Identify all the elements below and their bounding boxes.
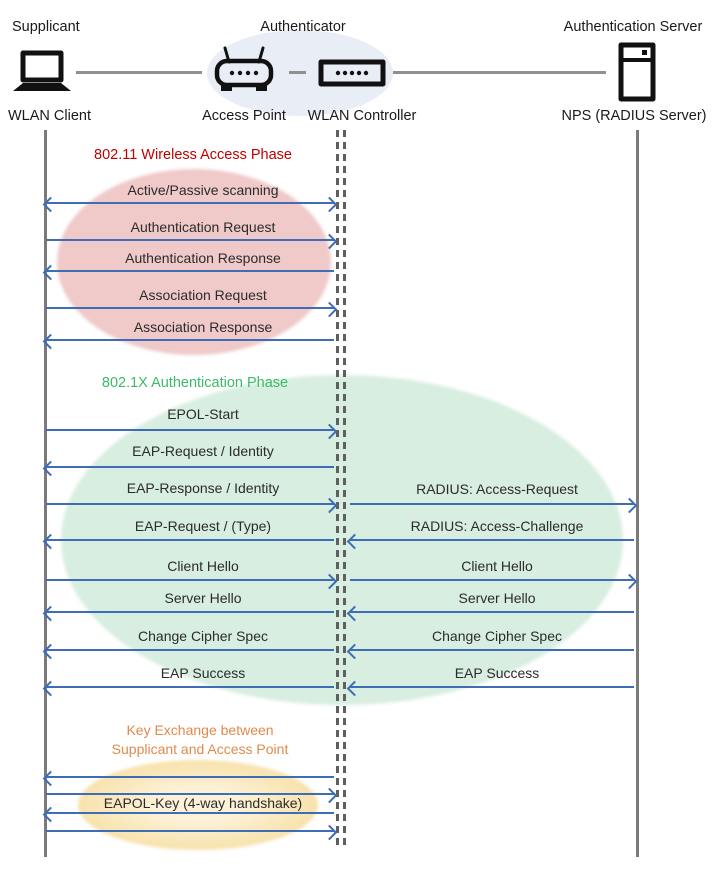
msg-assoc-response-arrow <box>46 339 334 341</box>
msg-assoc-request-label: Association Request <box>139 287 267 303</box>
msg-server-hello-left-arrow <box>46 611 334 613</box>
msg-server-hello-left-label: Server Hello <box>164 590 242 606</box>
wlan-client-label: WLAN Client <box>8 108 91 124</box>
msg-change-cipher-right-arrow <box>350 649 634 651</box>
nps-radius-server-label: NPS (RADIUS Server) <box>561 108 707 124</box>
msg-eapol-key-arrow-4 <box>46 830 334 832</box>
connector-ap-controller <box>289 71 306 74</box>
connector-controller-server <box>393 71 606 74</box>
msg-assoc-request-arrow <box>46 307 334 309</box>
msg-eapol-key-arrow-1 <box>46 776 334 778</box>
msg-eapol-key-arrow-2 <box>46 793 334 795</box>
msg-eap-request-type-arrow <box>46 539 334 541</box>
authenticator-role-label: Authenticator <box>260 19 346 35</box>
msg-change-cipher-right-label: Change Cipher Spec <box>432 628 562 644</box>
authenticator-lifeline-dashed-1 <box>336 130 339 848</box>
msg-auth-response-arrow <box>46 270 334 272</box>
msg-client-hello-left-label: Client Hello <box>167 558 239 574</box>
msg-radius-access-challenge-arrow <box>350 539 634 541</box>
msg-eap-response-identity-arrow <box>46 503 334 505</box>
laptop-icon <box>13 50 71 91</box>
authenticator-lifeline-dashed-2 <box>343 130 346 848</box>
phase2-title: 802.1X Authentication Phase <box>101 375 289 391</box>
msg-eap-success-right-label: EAP Success <box>454 665 540 681</box>
msg-eapol-key-label: EAPOL-Key (4-way handshake) <box>103 795 303 811</box>
msg-client-hello-right-arrow <box>350 579 634 581</box>
phase1-ellipse <box>57 169 331 355</box>
msg-eap-success-right-arrow <box>350 686 634 688</box>
supplicant-role-label: Supplicant <box>12 19 80 35</box>
authentication-server-role-label: Authentication Server <box>563 19 703 35</box>
access-point-label: Access Point <box>202 108 286 124</box>
msg-eap-request-type-label: EAP-Request / (Type) <box>134 518 272 534</box>
msg-change-cipher-left-arrow <box>46 649 334 651</box>
msg-radius-access-challenge-label: RADIUS: Access-Challenge <box>410 518 584 534</box>
msg-auth-request-label: Authentication Request <box>130 219 276 235</box>
msg-auth-response-label: Authentication Response <box>125 250 281 266</box>
connector-client-ap <box>76 71 202 74</box>
msg-radius-access-request-arrow <box>350 503 634 505</box>
msg-epol-start-arrow <box>46 429 334 431</box>
msg-change-cipher-left-label: Change Cipher Spec <box>138 628 268 644</box>
access-point-icon <box>214 46 274 91</box>
supplicant-lifeline <box>44 130 47 857</box>
phase3-ellipse <box>78 760 318 850</box>
phase3-title-line1: Key Exchange between <box>126 722 274 738</box>
msg-server-hello-right-label: Server Hello <box>458 590 536 606</box>
msg-assoc-response-label: Association Response <box>133 319 273 335</box>
msg-client-hello-left-arrow <box>46 579 334 581</box>
msg-eap-success-left-label: EAP Success <box>160 665 246 681</box>
msg-eap-request-identity-arrow <box>46 466 334 468</box>
msg-eapol-key-arrow-3 <box>46 812 334 814</box>
wlan-controller-icon <box>318 59 386 87</box>
msg-scanning-label: Active/Passive scanning <box>127 182 279 198</box>
msg-eap-request-identity-label: EAP-Request / Identity <box>132 443 274 459</box>
msg-eap-success-left-arrow <box>46 686 334 688</box>
msg-client-hello-right-label: Client Hello <box>461 558 533 574</box>
msg-server-hello-right-arrow <box>350 611 634 613</box>
phase3-title-line2: Supplicant and Access Point <box>111 741 289 757</box>
msg-scanning-arrow <box>46 202 334 204</box>
wlan-controller-label: WLAN Controller <box>307 108 417 124</box>
msg-radius-access-request-label: RADIUS: Access-Request <box>416 481 578 497</box>
msg-epol-start-label: EPOL-Start <box>167 406 239 422</box>
msg-auth-request-arrow <box>46 239 334 241</box>
phase1-title: 802.11 Wireless Access Phase <box>94 147 292 163</box>
server-icon <box>618 42 656 102</box>
msg-eap-response-identity-label: EAP-Response / Identity <box>126 480 280 496</box>
server-lifeline <box>636 130 639 857</box>
